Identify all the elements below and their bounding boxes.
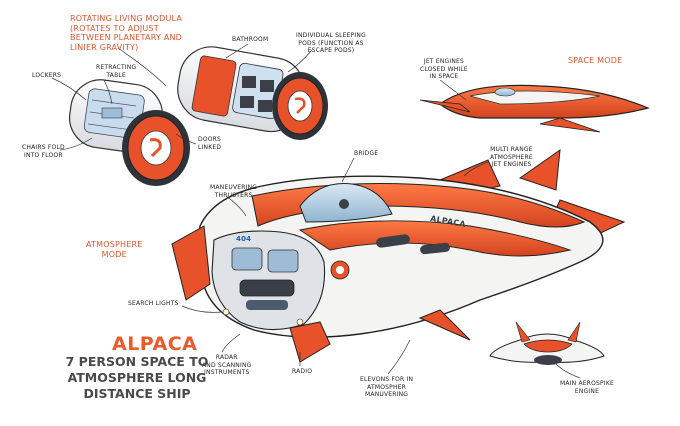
rotating-module-callout: ROTATING LIVING MODULA (ROTATES TO ADJUS… (70, 14, 183, 52)
main-ship (171, 148, 626, 363)
leader-lines (51, 43, 581, 379)
rear-view-ship (489, 321, 605, 365)
sleeping-pods-callout: INDIVIDUAL SLEEPING PODS (FUNCTION AS ES… (296, 32, 366, 54)
space-mode-ship (419, 84, 650, 133)
maneuvering-thrusters-callout: MANEUVERING THRUSTERS (210, 184, 258, 199)
bridge-callout: BRIDGE (354, 150, 379, 157)
radar-callout: RADAR AND SCANNING INSTRUMENTS (202, 354, 252, 376)
living-module-end-cap-right (272, 72, 328, 140)
doors-linked-callout: DOORS LINKED (198, 136, 222, 151)
retracting-table-callout: RETRACTING TABLE (96, 64, 137, 79)
aerospike-callout: MAIN AEROSPIKE ENGINE (560, 380, 614, 395)
jet-engines-closed-callout: JET ENGINES CLOSED WHILE IN SPACE (420, 58, 468, 80)
sheet-title: ALPACA (112, 333, 198, 355)
space-mode-label: SPACE MODE (568, 56, 623, 65)
elevons-callout: ELEVONS FOR IN ATMOSPHER MANUVERING (360, 376, 414, 398)
bathroom-callout: BATHROOM (232, 36, 269, 43)
hull-number-text: 404 (236, 235, 252, 243)
living-module-end-cap-left (122, 110, 190, 186)
atmosphere-mode-label: ATMOSPHERE MODE (86, 240, 143, 259)
lockers-callout: LOCKERS (32, 72, 62, 79)
chairs-callout: CHAIRS FOLD INTO FLOOR (22, 144, 65, 159)
search-lights-callout: SEARCH LIGHTS (128, 300, 179, 307)
radio-callout: RADIO (292, 368, 313, 375)
multi-range-engines-callout: MULTI RANGE ATMOSPHERE JET ENGINES (490, 146, 533, 168)
sheet-subtitle: 7 PERSON SPACE TO ATMOSPHERE LONG DISTAN… (65, 354, 209, 401)
